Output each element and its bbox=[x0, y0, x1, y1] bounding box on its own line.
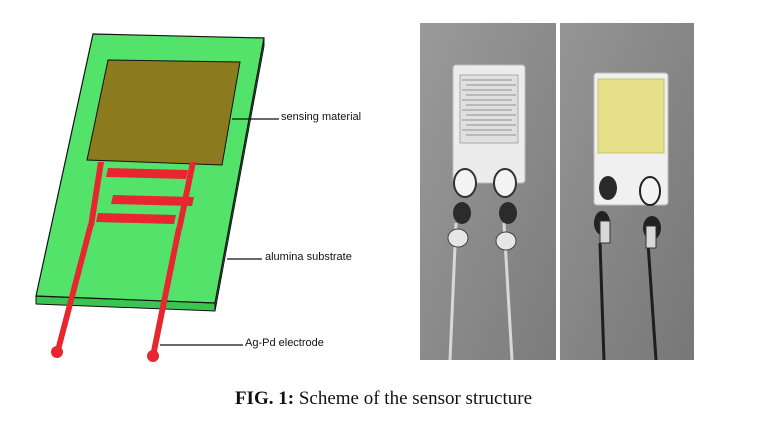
figure-number: FIG. 1: bbox=[234, 388, 295, 409]
label-ag-pd-electrode: Ag-Pd electrode bbox=[245, 337, 324, 349]
right-terminal bbox=[147, 350, 159, 362]
label-sensing-material: sensing material bbox=[281, 111, 362, 123]
sensor-photo-uncoated bbox=[420, 23, 556, 360]
ag-pd-electrode bbox=[51, 162, 196, 362]
sensor-photo-coated bbox=[560, 23, 694, 360]
sensing-material bbox=[86, 59, 241, 166]
left-terminal bbox=[51, 346, 63, 358]
label-alumina-substrate: alumina substrate bbox=[265, 251, 352, 263]
figure-caption-text: Scheme of the sensor structure bbox=[298, 388, 533, 409]
sensor-schematic bbox=[35, 33, 279, 362]
figure-caption: FIG. 1: Scheme of the sensor structure bbox=[0, 388, 767, 410]
